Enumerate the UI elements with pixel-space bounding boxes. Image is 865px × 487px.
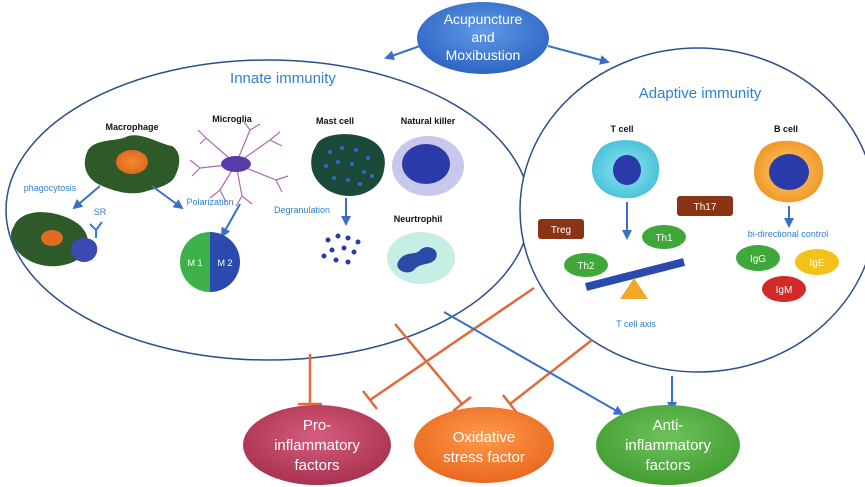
neutrophil-label: Neurtrophil: [394, 214, 443, 224]
inhibitory-lines: [298, 286, 593, 414]
th1-label: Th1: [655, 233, 673, 244]
innate-immunity-ellipse: [5, 59, 531, 361]
th17-box: [677, 196, 733, 216]
polarization-label: Polarization: [186, 197, 233, 207]
arrow-to-adaptive: [547, 45, 610, 65]
treg-box: [538, 219, 584, 239]
acupuncture-label-2: and: [471, 29, 494, 45]
mast-cell-label: Mast cell: [316, 116, 354, 126]
seesaw-beam: [585, 258, 685, 291]
acupuncture-node: [417, 2, 549, 74]
t-cell-label: T cell: [610, 124, 633, 134]
macrophage-nucleus: [116, 150, 148, 174]
pro-label-2: inflammatory: [274, 437, 360, 454]
igm-node: [762, 276, 806, 302]
sr-receptor-icon: [89, 221, 103, 238]
oxidative-label-2: stress factor: [443, 449, 525, 466]
natural-killer-label: Natural killer: [401, 116, 456, 126]
mast-cell-granules: [324, 146, 374, 186]
pro-label-3: factors: [294, 457, 339, 474]
arrow-macrophage-to-polarization: [151, 185, 184, 210]
innate-title: Innate immunity: [230, 70, 336, 87]
sr-label: SR: [94, 207, 107, 217]
t-cell-nucleus: [613, 155, 641, 185]
anti-label-2: inflammatory: [625, 437, 711, 454]
neutrophil-nucleus: [397, 247, 437, 273]
oxidative-label-1: Oxidative: [453, 429, 516, 446]
igm-label: IgM: [776, 285, 793, 296]
bidirectional-label: bi-directional control: [748, 229, 829, 239]
m2-label: M 2: [217, 258, 232, 268]
th2-label: Th2: [577, 261, 595, 272]
released-granules: [321, 233, 361, 265]
anti-label-3: factors: [645, 457, 690, 474]
seesaw-fulcrum: [620, 278, 648, 299]
pro-label-1: Pro-: [303, 417, 331, 434]
treg-label: Treg: [551, 225, 571, 236]
microglia-cell: [189, 121, 289, 207]
anti-inflammatory-node: [596, 405, 740, 485]
adaptive-title: Adaptive immunity: [639, 85, 762, 102]
ige-label: IgE: [809, 258, 824, 269]
th1-node: [642, 225, 686, 249]
th2-node: [564, 253, 608, 277]
degranulation-label: Degranulation: [274, 205, 330, 215]
m2-half: [210, 232, 240, 292]
phagocytosis-nucleus: [41, 230, 63, 246]
t-cell-axis-label: T cell axis: [616, 319, 656, 329]
ige-node: [795, 249, 839, 275]
phagocytosed-particle: [70, 238, 98, 262]
th17-label: Th17: [694, 202, 717, 213]
arrow-innate-to-anti: [443, 311, 624, 415]
acupuncture-label-1: Acupuncture: [444, 11, 523, 27]
oxidative-stress-node: [414, 407, 554, 483]
b-cell-label: B cell: [774, 124, 798, 134]
natural-killer-nucleus: [402, 144, 450, 184]
arrow-macrophage-to-phagocytosis: [72, 185, 101, 210]
igg-node: [736, 245, 780, 271]
igg-label: IgG: [750, 254, 766, 265]
m1-label: M 1: [187, 258, 202, 268]
arrow-to-innate: [384, 45, 421, 61]
arrow-microglia-to-polarization: [221, 203, 241, 238]
phagocytosis-label: phagocytosis: [24, 183, 77, 193]
macrophage-label: Macrophage: [105, 122, 158, 132]
anti-label-1: Anti-: [653, 417, 684, 434]
mast-cell: [311, 134, 385, 196]
m1-half: [180, 232, 210, 292]
microglia-nucleus: [221, 156, 251, 172]
microglia-label: Microglia: [212, 114, 253, 124]
pro-inflammatory-node: [243, 405, 391, 485]
acupuncture-label-3: Moxibustion: [446, 47, 521, 63]
b-cell-nucleus: [769, 154, 809, 190]
